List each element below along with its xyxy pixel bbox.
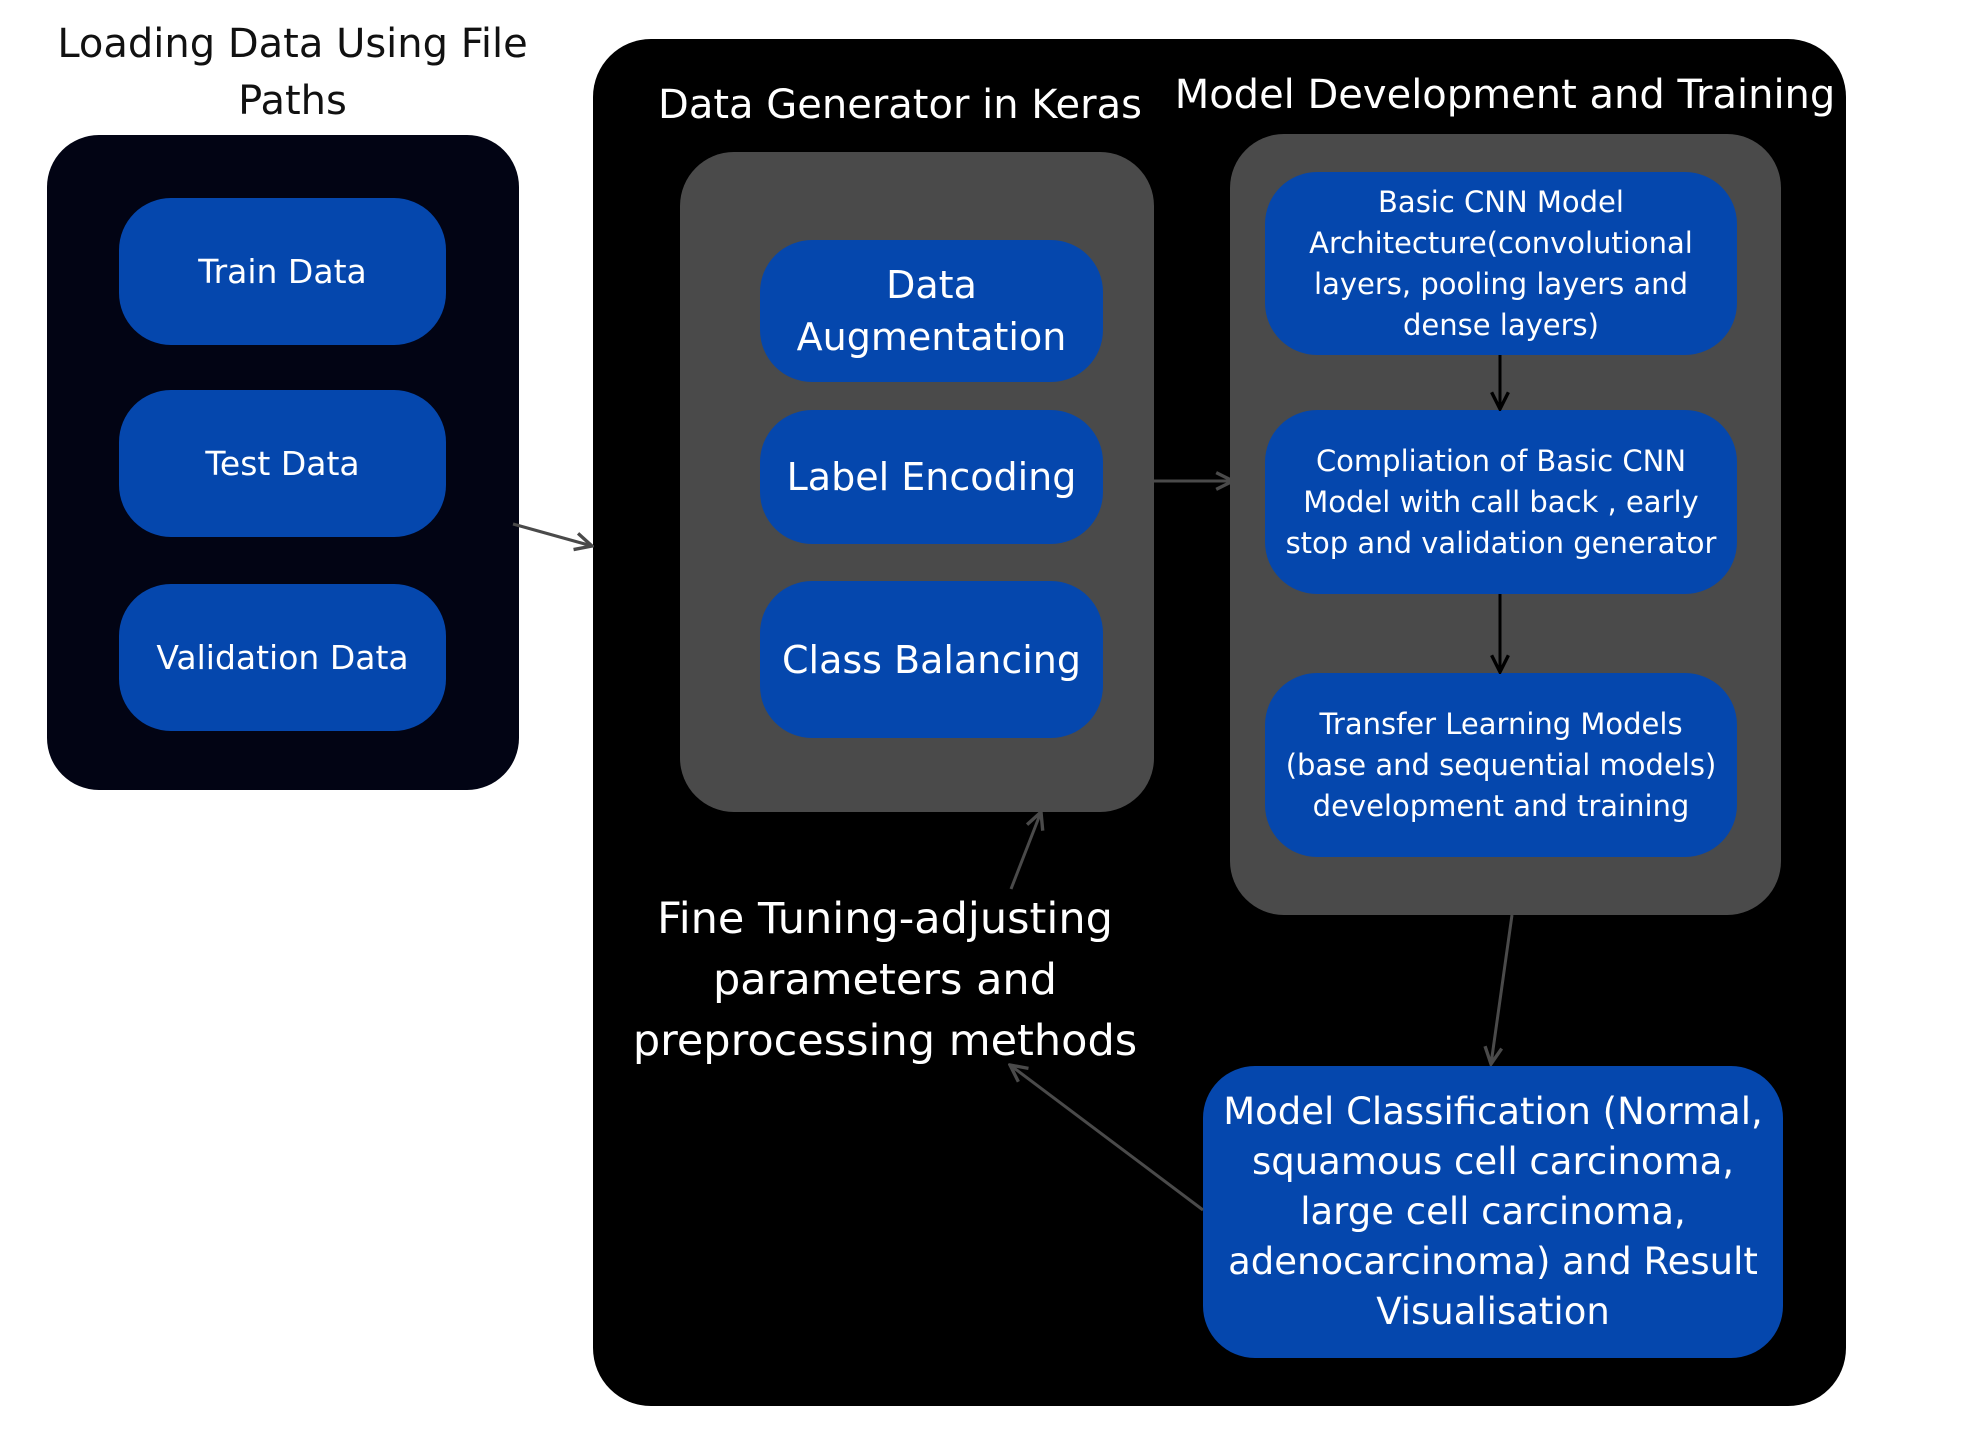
model-classification-node: Model Classification (Normal, squamous c… bbox=[1203, 1066, 1783, 1358]
basic-cnn-architecture-node: Basic CNN Model Architecture(convolution… bbox=[1265, 172, 1737, 355]
train-data-node: Train Data bbox=[119, 198, 446, 345]
model-development-title: Model Development and Training bbox=[1174, 72, 1836, 118]
fine-tuning-label: Fine Tuning-adjusting parameters and pre… bbox=[632, 894, 1138, 1066]
data-augmentation-node: Data Augmentation bbox=[760, 240, 1103, 382]
data-generator-title: Data Generator in Keras bbox=[658, 82, 1142, 128]
test-data-node: Test Data bbox=[119, 390, 446, 537]
cnn-compilation-node: Compliation of Basic CNN Model with call… bbox=[1265, 410, 1737, 594]
validation-data-node: Validation Data bbox=[119, 584, 446, 731]
loading-data-title: Loading Data Using File Paths bbox=[57, 21, 528, 124]
arrow-finetuning-to-generator bbox=[1009, 812, 1041, 890]
transfer-learning-node: Transfer Learning Models (base and seque… bbox=[1265, 673, 1737, 857]
arrow-model-to-classification bbox=[1491, 914, 1514, 1064]
class-balancing-node: Class Balancing bbox=[760, 581, 1103, 738]
arrow-classification-to-finetuning bbox=[1010, 1065, 1204, 1212]
label-encoding-node: Label Encoding bbox=[760, 410, 1103, 544]
arrow-loading-to-generator bbox=[512, 522, 592, 546]
